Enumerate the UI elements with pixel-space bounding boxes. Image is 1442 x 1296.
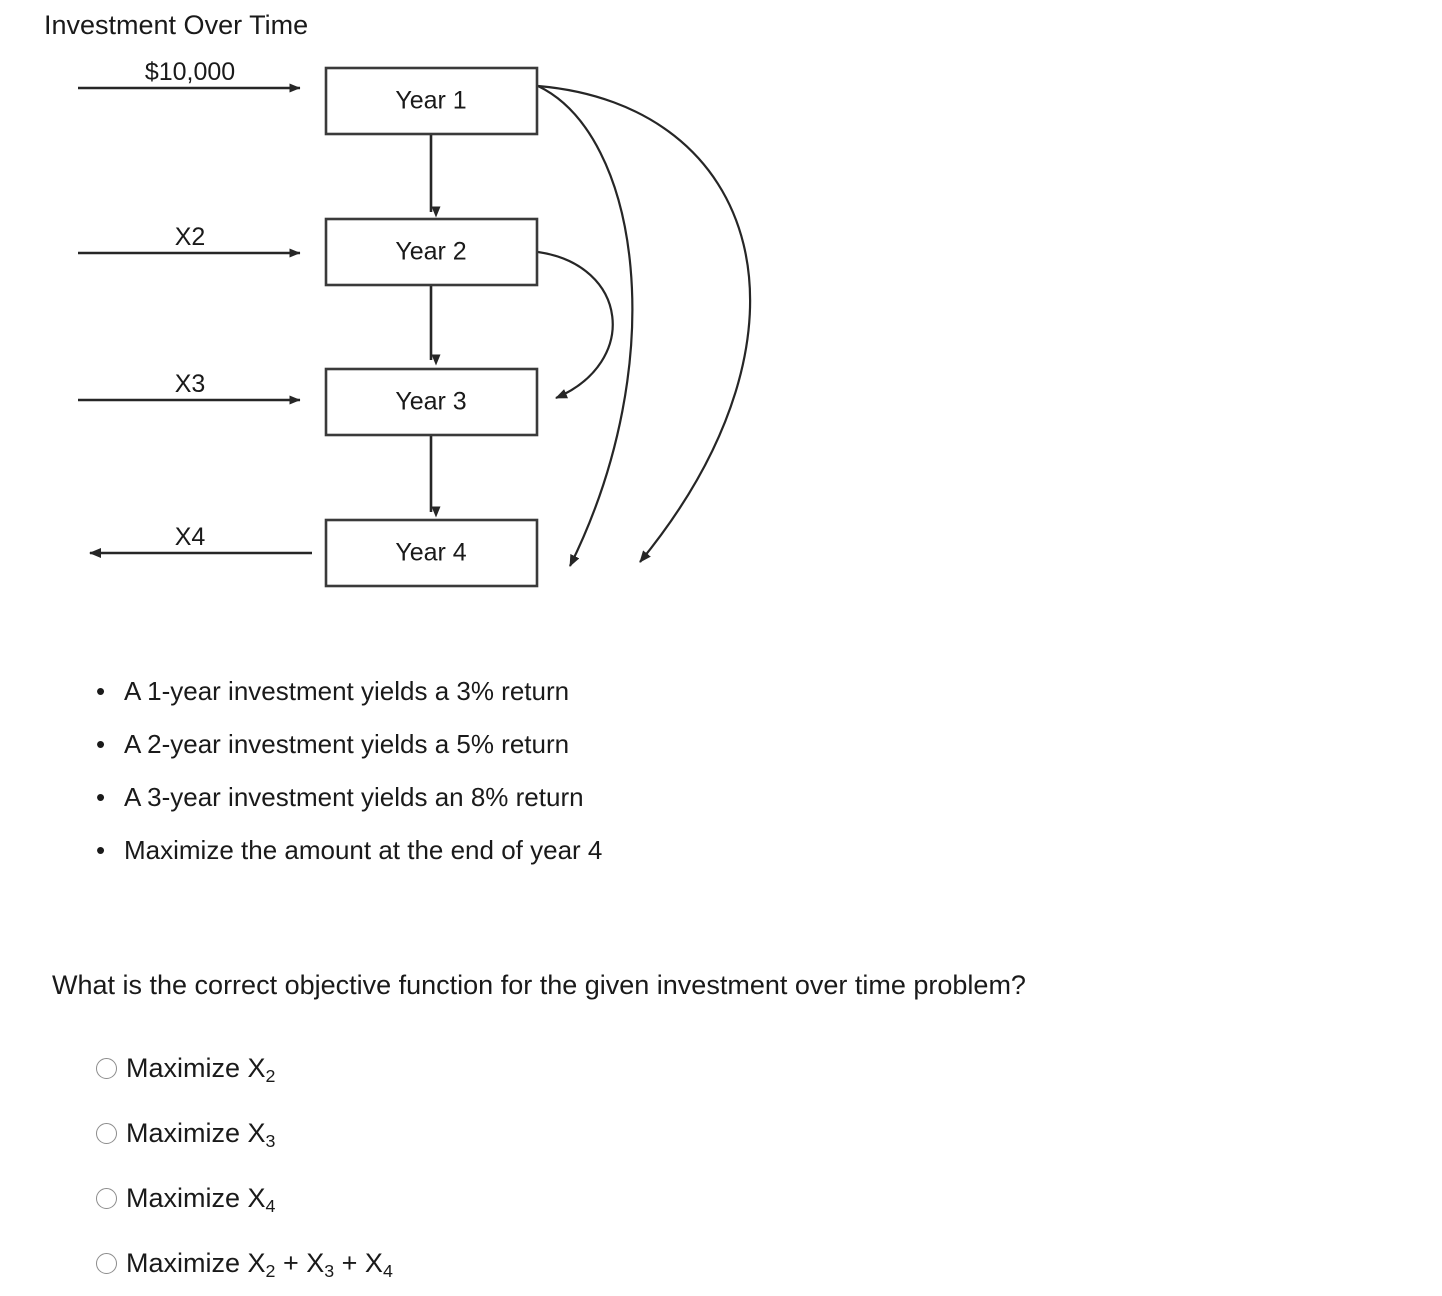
answer-options: Maximize X2 Maximize X3 Maximize X4 Maxi… <box>96 1036 996 1296</box>
node-year4: Year 4 <box>324 518 539 588</box>
list-item: A 2-year investment yields a 5% return <box>96 718 1024 771</box>
list-item: A 1-year investment yields a 3% return <box>96 665 1024 718</box>
inflow-label-initial: $10,000 <box>145 58 235 86</box>
option-b-prefix: Maximize X <box>126 1118 266 1148</box>
page-title: Investment Over Time <box>44 10 309 40</box>
inflow-arrow-x3: X3 <box>78 370 301 405</box>
option-b-sub1: 3 <box>265 1130 276 1151</box>
radio-button-a[interactable] <box>96 1058 117 1079</box>
inflow-arrow-x2: X2 <box>78 223 301 258</box>
node-year2-label: Year 2 <box>395 238 466 266</box>
option-d-prefix: Maximize X <box>126 1248 266 1278</box>
node-year4-label: Year 4 <box>395 539 466 567</box>
outflow-arrow-x4: X4 <box>89 523 312 558</box>
question-prompt: What is the correct objective function f… <box>52 970 1026 1000</box>
option-d-mid: + X <box>275 1248 325 1278</box>
node-year1-label: Year 1 <box>395 87 466 115</box>
curve-year2-to-year3-small <box>537 250 614 400</box>
investment-flow-diagram: $10,000 X2 X3 X4 Year 1 Year 2 Year 3 Y <box>78 58 752 588</box>
option-row-d[interactable]: Maximize X2 + X3 + X4 <box>96 1231 996 1296</box>
option-d-sub1: 2 <box>265 1260 276 1281</box>
option-row-c[interactable]: Maximize X4 <box>96 1166 996 1231</box>
outflow-label-x4: X4 <box>175 523 206 551</box>
list-item: Maximize the amount at the end of year 4 <box>96 824 1024 877</box>
inflow-arrow-initial: $10,000 <box>78 58 301 93</box>
node-year2: Year 2 <box>324 217 539 287</box>
assumptions-list: A 1-year investment yields a 3% return A… <box>92 665 1024 877</box>
option-c-sub1: 4 <box>265 1195 276 1216</box>
option-d-sub2: 3 <box>324 1260 335 1281</box>
list-item: A 3-year investment yields an 8% return <box>96 771 1024 824</box>
option-d-mid2: + X <box>334 1248 383 1278</box>
option-c-prefix: Maximize X <box>126 1183 266 1213</box>
node-year3-label: Year 3 <box>395 388 466 416</box>
option-label-d: Maximize X2 + X3 + X4 <box>126 1248 393 1280</box>
option-a-sub1: 2 <box>265 1065 276 1086</box>
option-label-b: Maximize X3 <box>126 1118 275 1150</box>
option-label-a: Maximize X2 <box>126 1053 275 1085</box>
option-label-c: Maximize X4 <box>126 1183 275 1215</box>
option-row-a[interactable]: Maximize X2 <box>96 1036 996 1101</box>
option-d-sub3: 4 <box>382 1260 393 1281</box>
radio-button-c[interactable] <box>96 1188 117 1209</box>
option-a-prefix: Maximize X <box>126 1053 266 1083</box>
curve-year1-to-year4-large <box>537 84 752 563</box>
node-year1: Year 1 <box>324 66 539 136</box>
inflow-label-x3: X3 <box>175 370 206 398</box>
node-year3: Year 3 <box>324 367 539 437</box>
inflow-label-x2: X2 <box>175 223 206 251</box>
option-row-b[interactable]: Maximize X3 <box>96 1101 996 1166</box>
curve-year1-to-year4-medium <box>537 85 634 567</box>
radio-button-b[interactable] <box>96 1123 117 1144</box>
radio-button-d[interactable] <box>96 1253 117 1274</box>
